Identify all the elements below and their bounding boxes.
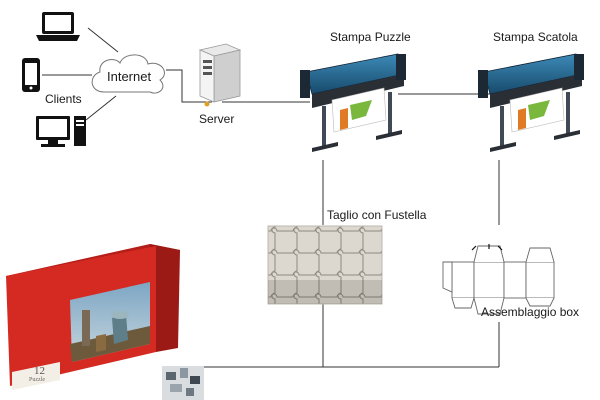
internet-label: Internet [107,69,152,84]
assembly-step-label: Assemblaggio box [481,305,580,319]
box-number-label: 12 [34,365,45,377]
puzzle-printer-icon [300,53,406,152]
box-printer-label: Stampa Scatola [493,30,578,44]
loose-pieces-image [162,366,204,400]
box-dieline-icon [442,244,555,315]
puzzle-box-product-image [6,244,180,390]
internet-to-server-line [166,69,212,103]
desktop-computer-icon [36,116,86,147]
desktop-to-internet-line [85,95,117,121]
laptop-to-internet-line [87,27,119,53]
server-label: Server [199,112,235,126]
connection-lines [42,27,500,368]
cutting-step-label: Taglio con Fustella [327,208,427,222]
clients-label: Clients [45,92,82,106]
smartphone-icon [22,58,40,92]
box-printer-icon [478,53,584,152]
box-caption-label: Puzzle [29,377,45,383]
server-icon [198,43,242,107]
puzzle-pieces-image [267,225,383,305]
laptop-icon [36,12,80,41]
internet-cloud-icon [91,54,165,94]
puzzle-printer-label: Stampa Puzzle [330,30,411,44]
